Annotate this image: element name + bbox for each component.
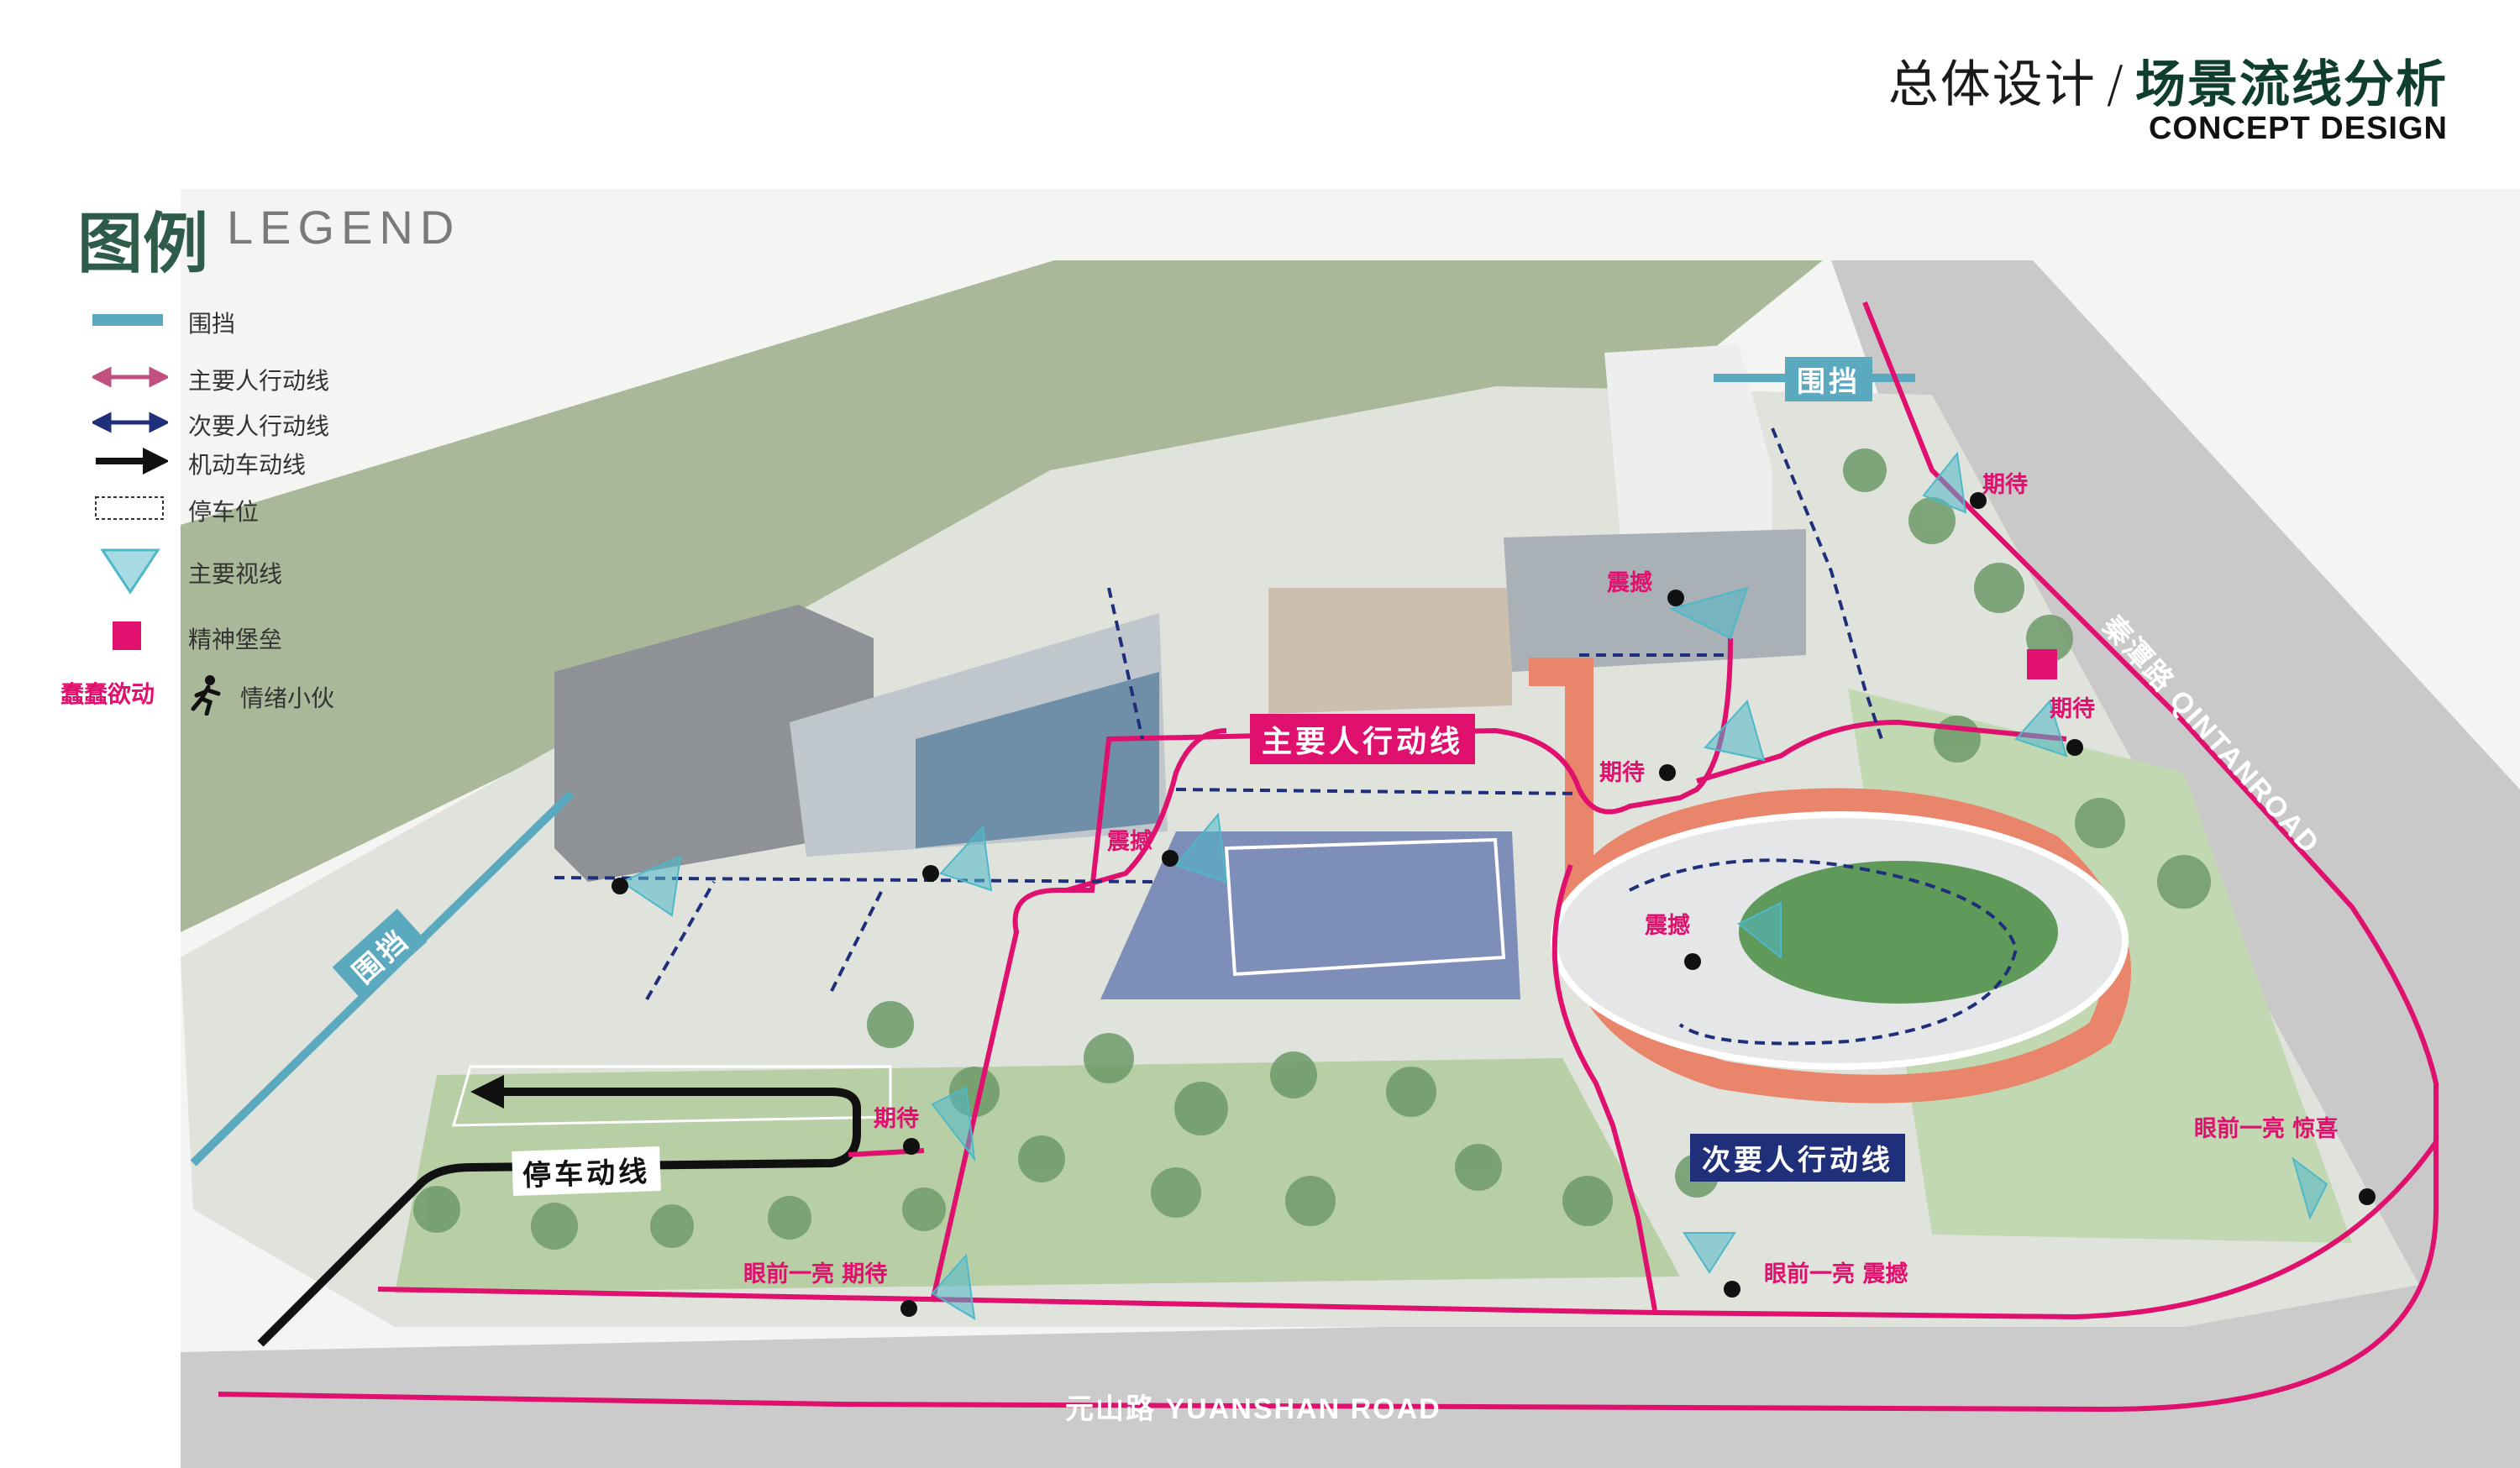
emotion-tag: 期待	[1599, 760, 1645, 786]
page-subtitle: CONCEPT DESIGN	[2148, 111, 2448, 146]
legend-item-fortress: 精神堡垒	[92, 615, 445, 657]
legend-title: 图例	[77, 207, 209, 282]
bottom-road	[181, 1310, 2520, 1468]
title-main: 总体设计	[1887, 55, 2097, 114]
emotion-figures	[612, 492, 2376, 1317]
legend-label-emotion: 情绪小伙	[240, 684, 335, 712]
emotion-tag: 震撼	[1607, 570, 1652, 596]
emotion-tag: 期待	[1982, 472, 2028, 498]
emotion-tag: 眼前一亮 期待	[743, 1261, 888, 1287]
page-title: 总体设计/场景流线分析	[1888, 44, 2448, 117]
main-route-banner: 主要人行动线	[1250, 714, 1476, 764]
emotion-tag: 震撼	[1107, 829, 1152, 855]
legend-item-emotion: 情绪小伙	[185, 674, 538, 716]
circular-lawn	[1739, 861, 2058, 1004]
legend-title-en: LEGEND	[227, 201, 461, 254]
legend-side-label: 蠢蠢欲动	[60, 680, 155, 708]
legend-label-parking: 停车位	[188, 498, 260, 526]
emotion-tag: 期待	[874, 1106, 919, 1132]
double-arrow-icon	[92, 366, 168, 388]
legend-label-main-route: 主要人行动线	[188, 367, 330, 395]
main-routes	[218, 301, 2439, 1413]
building-center	[1268, 588, 1512, 714]
double-arrow-icon	[92, 412, 168, 433]
wall-swatch	[92, 314, 163, 326]
emotion-tag: 眼前一亮 震撼	[1764, 1261, 1908, 1287]
fortress-swatch	[113, 621, 141, 650]
legend-label-vehicle-route: 机动车动线	[188, 451, 307, 479]
road-label-bottom: 元山路 YUANSHAN ROAD	[1065, 1393, 1441, 1425]
emotion-tag: 期待	[2050, 696, 2095, 722]
emotion-tag: 震撼	[1645, 913, 1690, 939]
arrow-right-icon	[96, 448, 168, 474]
parking-swatch	[95, 496, 164, 520]
emotion-tag: 眼前一亮 惊喜	[2194, 1116, 2339, 1142]
legend-item-secondary-route: 次要人行动线	[92, 401, 445, 443]
legend-item-main-route: 主要人行动线	[92, 356, 445, 398]
legend-label-fortress: 精神堡垒	[188, 626, 283, 653]
building-north-side	[1504, 529, 1806, 672]
legend-item-sightline: 主要视线	[92, 548, 445, 595]
sightline-cones	[619, 451, 2328, 1320]
wall-label-top: 围挡	[1785, 357, 1872, 401]
legend-label-sightline: 主要视线	[188, 560, 283, 588]
title-separator: /	[2106, 55, 2125, 114]
sightline-icon	[100, 548, 160, 595]
plaza-canopy	[1224, 837, 1506, 977]
orange-deck	[1529, 658, 2131, 1104]
building-sirius	[554, 605, 874, 882]
legend-item-vehicle-route: 机动车动线	[92, 440, 445, 482]
running-person-icon	[191, 675, 221, 716]
secondary-route-banner: 次要人行动线	[1690, 1134, 1905, 1182]
parking-route-banner: 停车动线	[512, 1146, 661, 1197]
legend-item-wall: 围挡	[92, 299, 445, 341]
parking-lot	[452, 1065, 892, 1127]
title-bold: 场景流线分析	[2135, 55, 2448, 114]
building-north	[1604, 344, 1772, 546]
building-glass-a	[916, 672, 1159, 848]
legend-item-parking: 停车位	[92, 487, 445, 529]
legend-label-wall: 围挡	[188, 310, 236, 338]
legend-label-secondary-route: 次要人行动线	[188, 412, 330, 440]
spirit-fortress	[2027, 649, 2057, 679]
